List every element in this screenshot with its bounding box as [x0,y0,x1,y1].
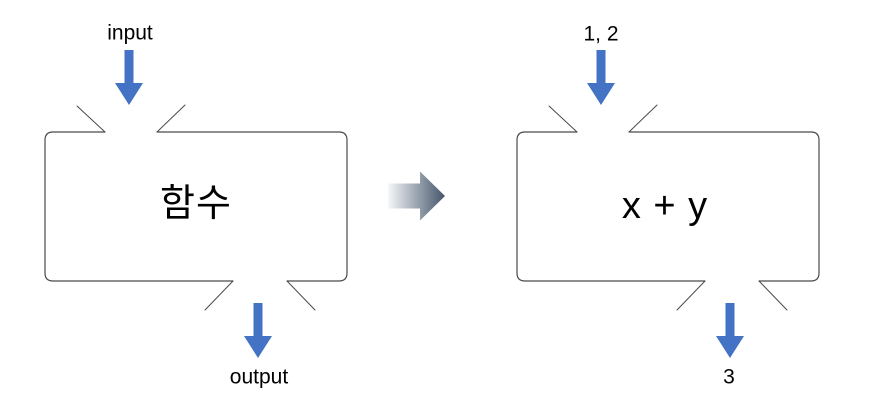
machine-outline [516,131,820,282]
input-down-arrow-icon [115,50,143,105]
left-function-machine [44,50,348,358]
funnel-lines [76,104,316,311]
funnel-lines [548,104,788,311]
gradient-right-arrow-icon [388,171,445,221]
left-input-label: input [107,21,153,45]
left-output-label: output [229,365,289,389]
output-down-arrow-icon [716,303,744,358]
output-down-arrow-icon [244,303,272,358]
right-machine-name: x + y [621,185,709,227]
input-down-arrow-icon [587,50,615,105]
right-output-label: 3 [723,365,735,389]
right-input-label: 1, 2 [583,22,619,46]
right-function-machine [516,50,820,358]
machine-outline [44,131,348,282]
left-machine-name: 함수 [160,183,232,225]
